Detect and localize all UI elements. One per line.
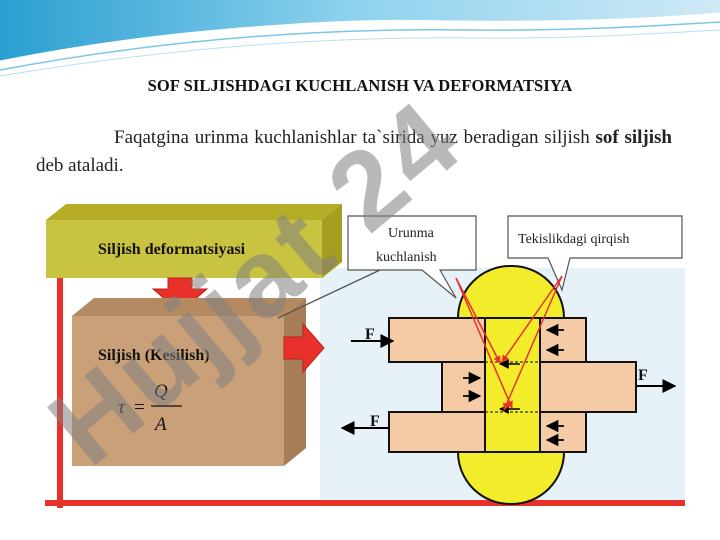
- tan-block-top: [72, 298, 306, 316]
- intro-bold-term: sof siljish: [595, 127, 672, 148]
- olive-box-top: [46, 204, 342, 220]
- shear-label: Siljish (Kesilish): [98, 347, 210, 364]
- stress-arrows-group: [463, 323, 564, 447]
- pointer-plane-2: [503, 275, 563, 411]
- formula-equals: =: [134, 397, 145, 418]
- pointer-to-block: [277, 269, 381, 319]
- shear-column: [484, 317, 541, 453]
- tan-block-front: [72, 316, 284, 466]
- formula-tau: τ: [118, 397, 126, 418]
- intro-text-start: Faqatgina urinma kuchlanishlar ta`sirida…: [114, 127, 596, 148]
- callout-stress-line1: Urunma: [388, 226, 435, 241]
- block-bottom-left: [388, 411, 486, 453]
- force-label-right: F: [638, 367, 648, 384]
- force-label-bottom: F: [370, 413, 380, 430]
- formula-numerator: Q: [154, 381, 168, 402]
- force-label-top: F: [365, 326, 375, 343]
- callout-plane-bubble: [507, 215, 683, 292]
- pointer-stress-1: [455, 277, 501, 364]
- block-mid-right: [539, 361, 637, 413]
- deformation-label: Siljish deformatsiyasi: [98, 241, 246, 258]
- pointer-stress-2: [455, 277, 513, 409]
- block-mid-left: [441, 361, 486, 413]
- block-top-left: [388, 317, 486, 363]
- red-frame-vertical: [57, 276, 63, 508]
- header-wave-decoration: [0, 0, 720, 77]
- block-bottom-right: [539, 411, 587, 453]
- callout-stress-line2: kuchlanish: [376, 250, 437, 265]
- callout-stress-bubble: [347, 215, 477, 299]
- olive-box-front: [46, 220, 322, 278]
- formula-denominator: A: [153, 414, 167, 435]
- right-arrow: [283, 322, 325, 374]
- red-frame-base: [45, 500, 685, 506]
- shear-diagram: Siljish deformatsiyasi Siljish (Kesilish…: [45, 204, 685, 508]
- page-title: SOF SILJISHDAGI KUCHLANISH VA DEFORMATSI…: [147, 76, 573, 95]
- olive-box-side: [322, 204, 342, 278]
- intro-text-end: deb ataladi.: [36, 155, 124, 176]
- pointer-plane-1: [501, 275, 563, 363]
- block-top-right: [539, 317, 587, 363]
- callout-plane-text: Tekislikdagi qirqish: [518, 232, 629, 247]
- intro-paragraph: Faqatgina urinma kuchlanishlar ta`sirida…: [36, 124, 672, 180]
